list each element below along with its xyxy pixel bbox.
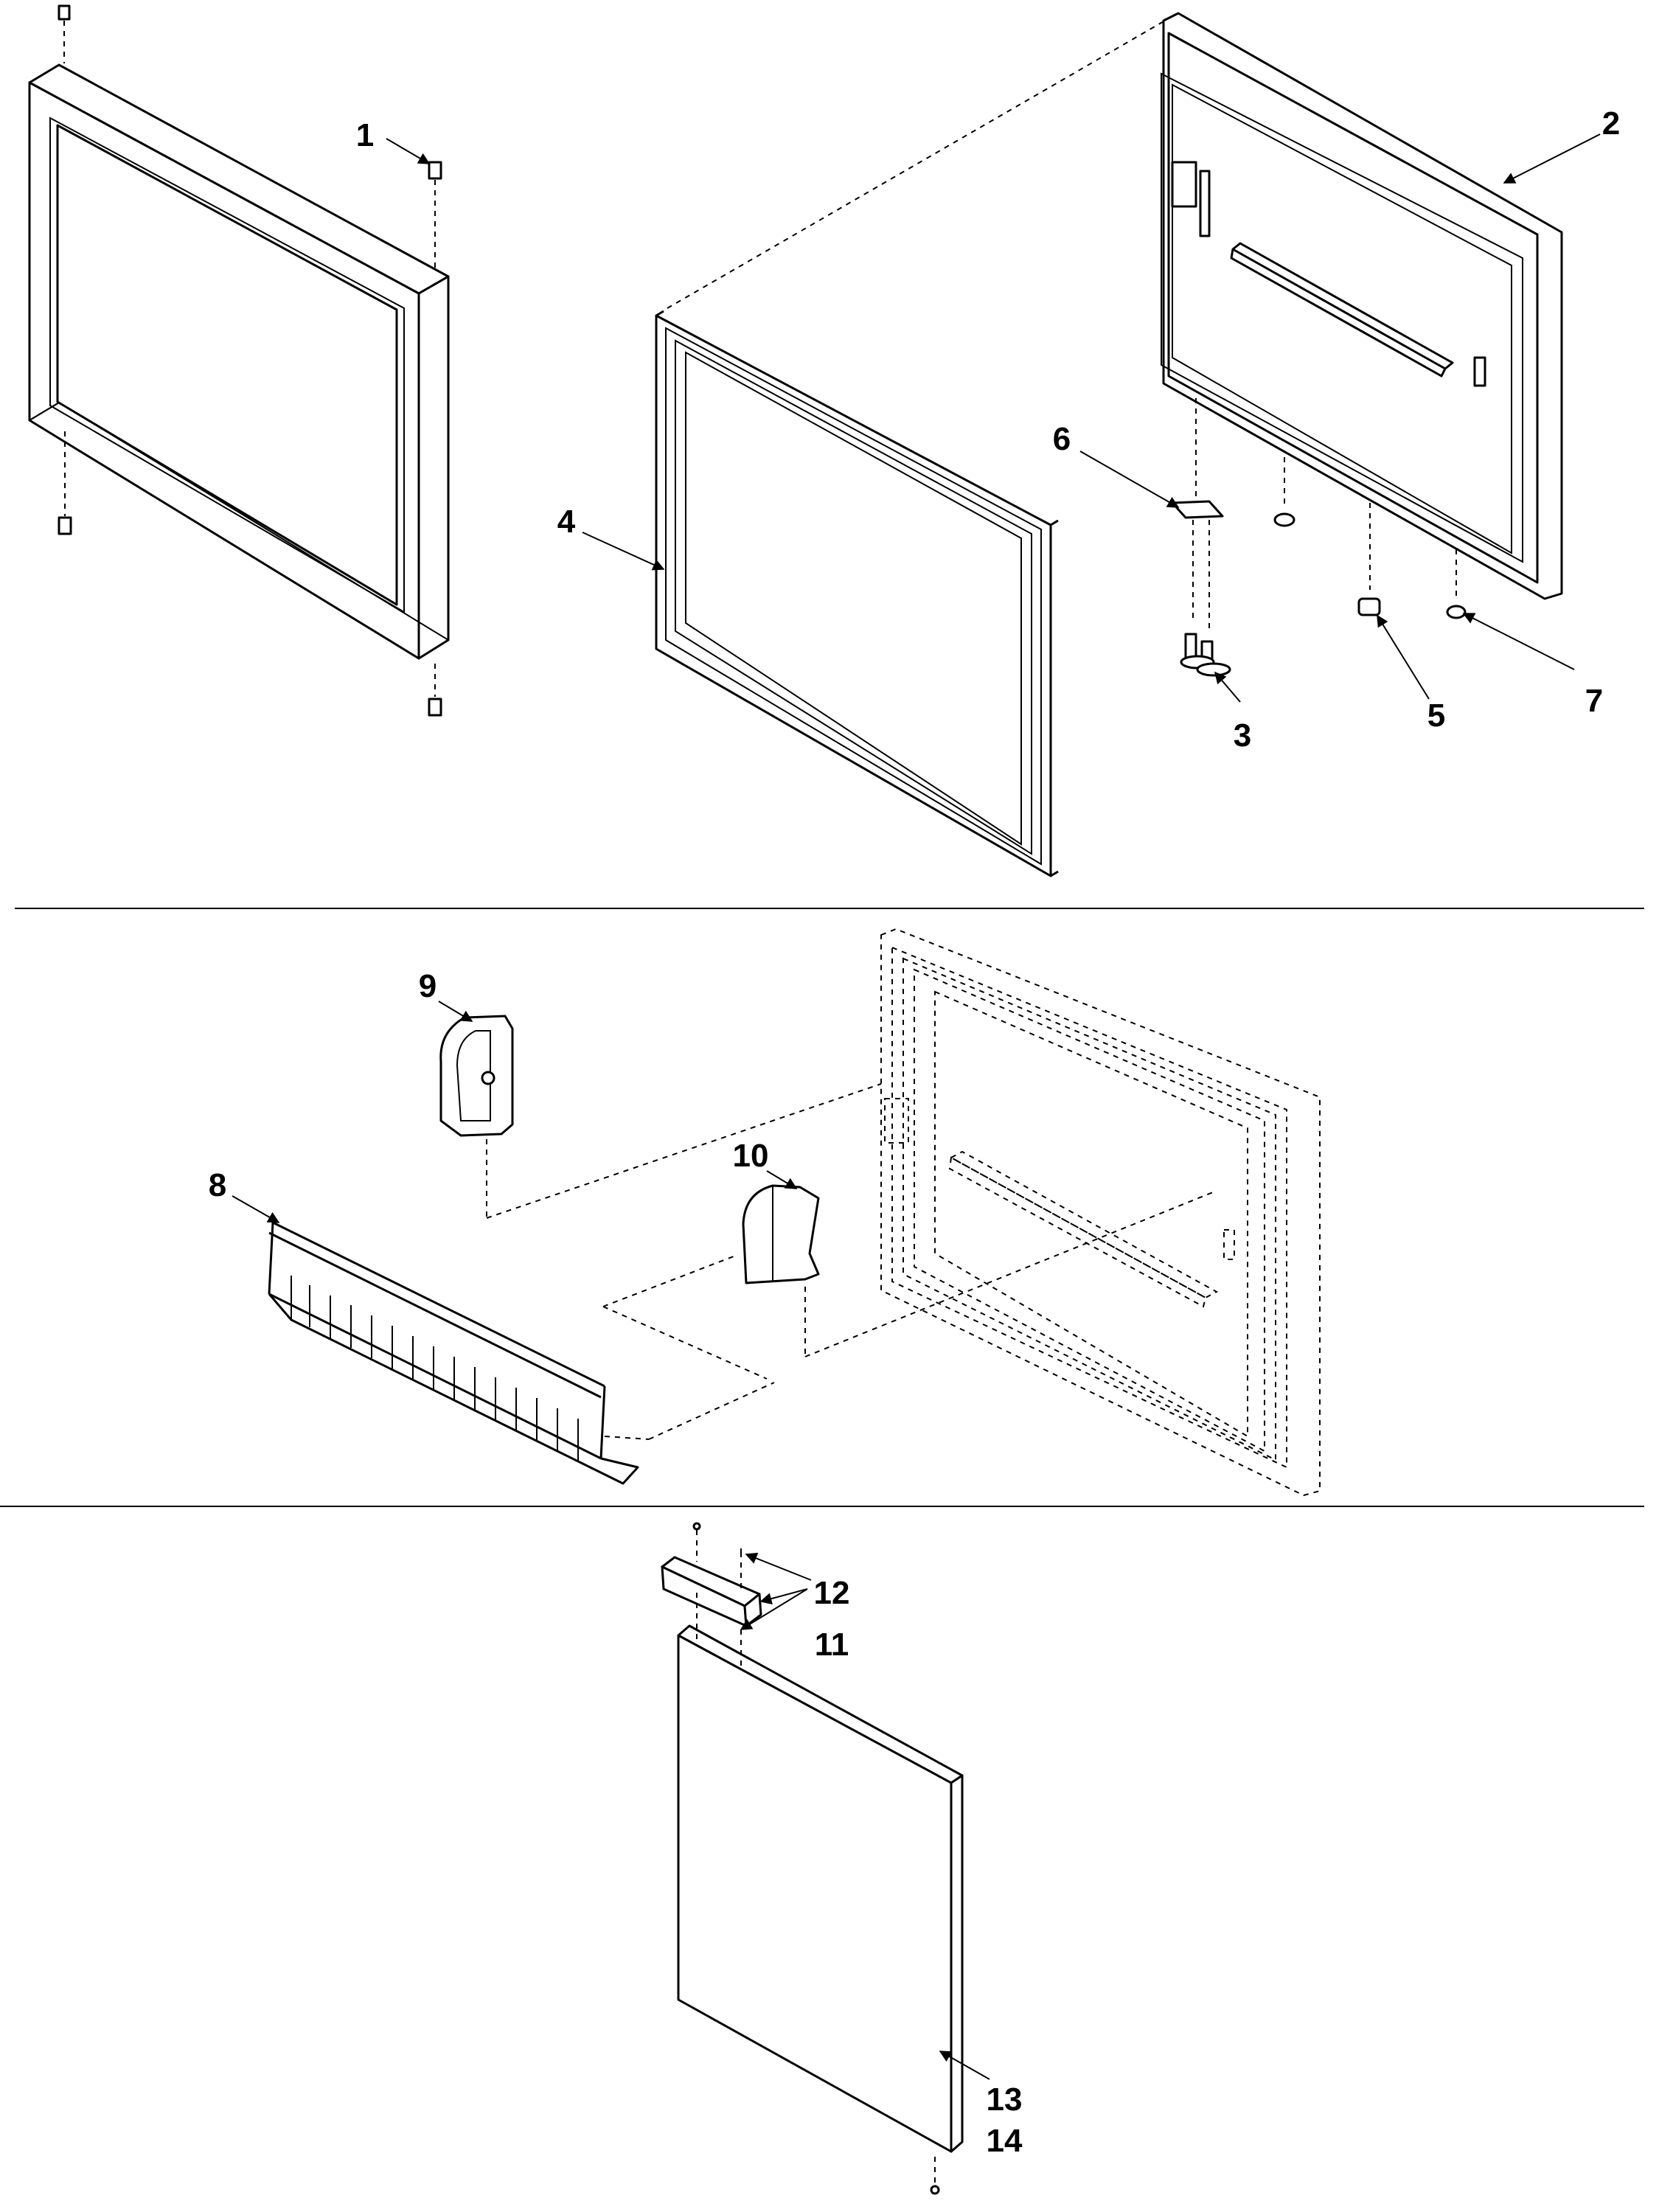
drawer-front	[677, 1593, 964, 2195]
frame-screw-bottom-right	[428, 664, 442, 717]
callout-5: 5	[1427, 698, 1445, 734]
door-gasket	[655, 310, 1059, 877]
freezer-door	[880, 928, 1321, 1497]
callout-12: 12	[814, 1575, 850, 1611]
hinge-plate	[1171, 398, 1224, 630]
frame-screw-top-left	[58, 4, 71, 63]
door-liner	[667, 12, 1563, 600]
callout-7: 7	[1585, 683, 1603, 719]
frame-screw-top-right	[428, 161, 442, 271]
callout-9: 9	[419, 968, 437, 1004]
callout-14: 14	[987, 2123, 1023, 2159]
callout-1: 1	[356, 117, 374, 153]
hinge-pins	[1180, 633, 1231, 677]
callout-3: 3	[1234, 717, 1251, 754]
callout-10: 10	[733, 1138, 769, 1174]
callout-4: 4	[557, 504, 576, 540]
callout-11: 11	[815, 1627, 849, 1663]
frame-screw-bottom-left	[58, 431, 72, 535]
door-stop	[1273, 457, 1381, 616]
callout-2: 2	[1602, 105, 1620, 142]
drawer-handle	[661, 1522, 762, 1627]
wire-door-shelf	[268, 1221, 775, 1485]
callout-8: 8	[209, 1167, 226, 1203]
door-cap	[1446, 549, 1467, 619]
handle-bracket-upper	[439, 1015, 882, 1219]
handle-bracket-lower	[742, 1184, 1217, 1357]
callout-13: 13	[987, 2081, 1023, 2118]
outer-frame	[28, 63, 450, 660]
callout-6: 6	[1053, 421, 1071, 457]
